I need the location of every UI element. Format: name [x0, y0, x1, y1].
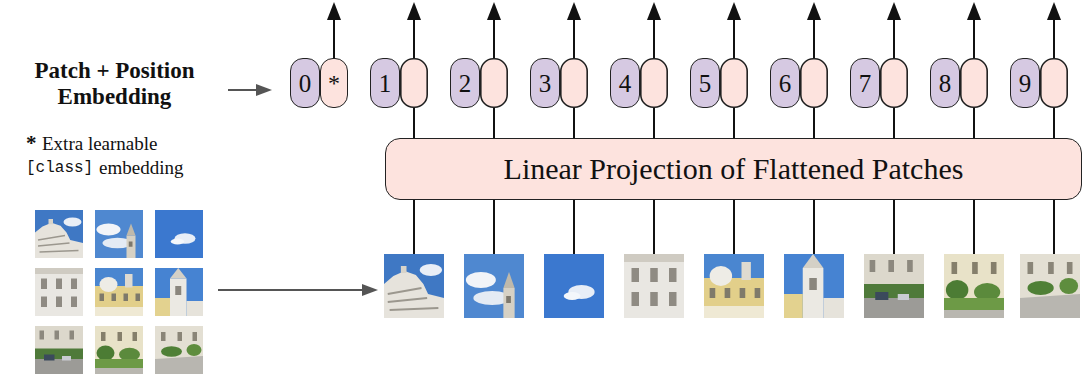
- patch-row: [384, 254, 1080, 318]
- token-label: 3: [539, 71, 552, 96]
- token-label: 9: [1019, 71, 1032, 96]
- pointer-arrow: [228, 84, 272, 96]
- token-label: 8: [939, 71, 952, 96]
- patch-embedding-pills: [401, 59, 1067, 107]
- note-text: embedding: [99, 157, 183, 179]
- flow-arrow: [218, 284, 378, 296]
- projection-box: Linear Projection of Flattened Patches: [385, 138, 1082, 200]
- position-embedding: 5: [690, 58, 720, 108]
- image-grid: [35, 210, 203, 374]
- legend-heading: Patch + Position Embedding: [12, 58, 217, 111]
- position-embedding: 0: [290, 58, 320, 108]
- asterisk-mark: *: [26, 131, 37, 155]
- token-label: 5: [699, 71, 712, 96]
- token-label: 0: [299, 71, 312, 96]
- position-embedding: 3: [530, 58, 560, 108]
- token-label: 1: [379, 71, 392, 96]
- position-embedding: 7: [850, 58, 880, 108]
- position-embedding: 4: [610, 58, 640, 108]
- patch-lines: [414, 108, 1054, 254]
- position-embedding: 8: [930, 58, 960, 108]
- code-token: [class]: [26, 159, 93, 177]
- token-label: *: [328, 71, 340, 95]
- token-label: 4: [619, 71, 632, 96]
- token-label: 7: [859, 71, 872, 96]
- position-embedding: 1: [370, 58, 400, 108]
- position-embedding: 9: [1010, 58, 1040, 108]
- position-embedding: 2: [450, 58, 480, 108]
- box-title: Linear Projection of Flattened Patches: [504, 154, 964, 184]
- class-embedding: *: [320, 58, 348, 108]
- token-label: 2: [459, 71, 472, 96]
- note-text: Extra learnable: [42, 133, 158, 155]
- position-embedding: 6: [770, 58, 800, 108]
- token-label: 6: [779, 71, 792, 96]
- output-arrows: [327, 2, 1061, 58]
